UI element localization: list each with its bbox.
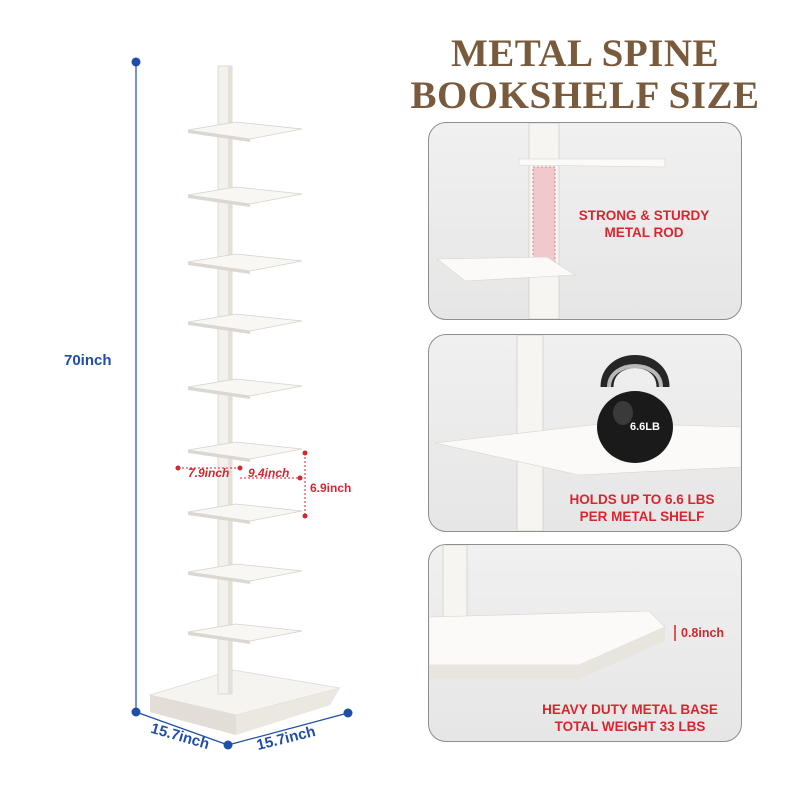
height-label: 70inch	[64, 352, 112, 369]
panel-3-caption-line-1: HEAVY DUTY METAL BASE	[542, 702, 718, 717]
shelf-load-illustration	[434, 335, 741, 531]
shelf	[187, 253, 303, 274]
panel-2-caption-line-2: PER METAL SHELF	[579, 509, 705, 524]
page-title-line-1: METAL SPINE	[450, 32, 720, 75]
base-dimension-lines	[135, 708, 353, 750]
shelf-base	[148, 669, 341, 735]
kettlebell-icon	[597, 355, 673, 463]
metal-base-illustration	[429, 545, 676, 679]
shelf-depth-label: 7.9inch	[188, 466, 230, 480]
shelf	[187, 313, 303, 334]
shelf	[187, 563, 303, 584]
shelf-width-label: 9.4inch	[248, 466, 290, 480]
shelf	[187, 121, 303, 142]
shelf-spacing-label: 6.9inch	[310, 481, 352, 495]
shelf	[187, 623, 303, 644]
shelf-dimension-lines	[175, 450, 308, 519]
panel-weight-capacity: 6.6LB HOLDS UP TO 6.6 LBS PER METAL SHEL…	[428, 334, 742, 532]
shelves	[187, 121, 303, 644]
shelf	[187, 503, 303, 524]
bookshelf-illustration	[131, 57, 353, 750]
page-title-line-2: BOOKSHELF SIZE	[410, 74, 760, 117]
panel-1-caption-line-2: METAL ROD	[604, 225, 684, 240]
panel-metal-base: 0.8inch HEAVY DUTY METAL BASE TOTAL WEIG…	[428, 544, 742, 742]
kettlebell-weight-label: 6.6LB	[630, 421, 660, 433]
metal-rod-illustration	[436, 123, 666, 319]
base-thickness-label: 0.8inch	[681, 626, 725, 640]
shelf	[187, 378, 303, 399]
height-dimension-line	[131, 57, 141, 717]
panel-3-caption-line-2: TOTAL WEIGHT 33 LBS	[554, 719, 706, 734]
shelf	[187, 441, 303, 462]
panel-2-caption-line-1: HOLDS UP TO 6.6 LBS	[569, 492, 715, 507]
panel-1-caption-line-1: STRONG & STURDY	[578, 208, 710, 223]
shelf	[187, 186, 303, 207]
panel-metal-rod: STRONG & STURDY METAL ROD	[428, 122, 742, 320]
